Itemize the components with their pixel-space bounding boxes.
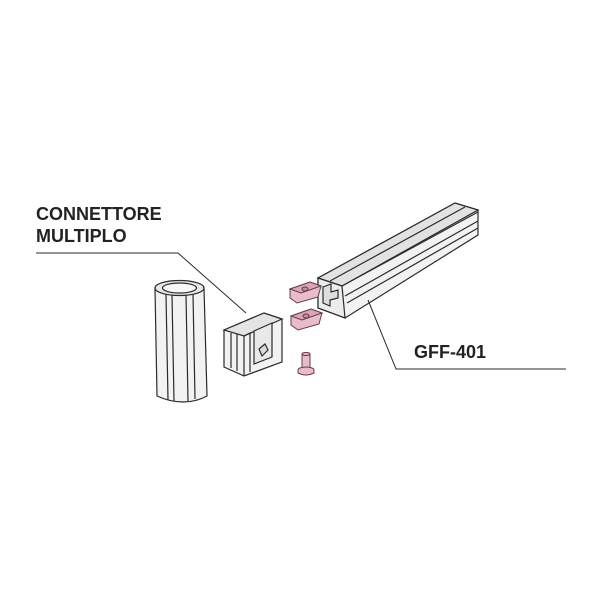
t-nut-lower — [289, 308, 324, 331]
connector-label-line1: CONNETTORE — [36, 204, 162, 224]
screw — [297, 352, 315, 376]
profile-code-label: GFF-401 — [414, 342, 487, 362]
leader-line-connettore — [36, 252, 247, 314]
t-nut-upper — [288, 281, 323, 304]
leader-line-gff — [367, 299, 566, 370]
connector-label-line2: MULTIPLO — [36, 226, 127, 246]
vertical-post — [154, 279, 208, 403]
aluminium-profile — [316, 202, 480, 319]
connector-block — [222, 312, 284, 377]
